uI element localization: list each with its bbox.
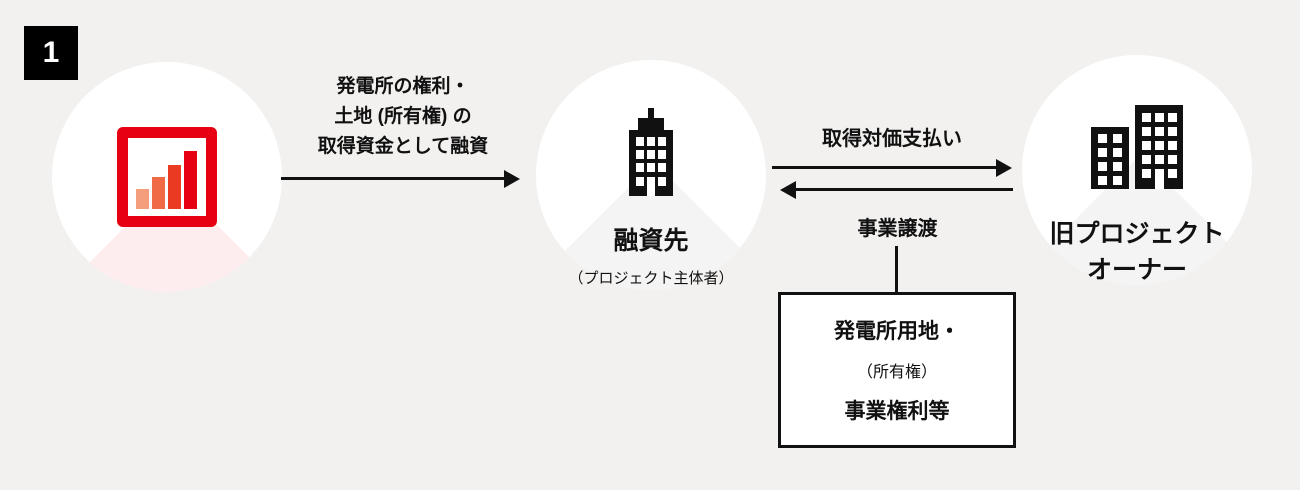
transfer-arrow [795,188,1013,191]
asset-box: 発電所用地・ （所有権） 事業権利等 [778,292,1016,448]
transfer-arrow-label: 事業譲渡 [857,218,938,240]
loan-label-line1: 発電所の権利・ [336,76,470,97]
loan-label-line2: 土地 (所有権) の [334,106,472,127]
borrower-title: 融資先 [613,227,689,255]
borrower-subtitle: （プロジェクト主体者） [568,270,734,287]
old-owner-title-line1: 旧プロジェクト [1049,220,1225,248]
payment-arrow-label: 取得対価支払い [822,128,962,150]
office-building-icon [629,108,673,196]
twin-buildings-icon [1091,105,1183,189]
loan-label-line3: 取得資金として融資 [317,136,489,157]
bar-chart-logo-icon [117,127,217,227]
connector-line [895,246,898,292]
asset-box-line2: （所有権） [856,364,937,381]
asset-box-line3: 事業権利等 [844,400,950,423]
loan-arrow [281,177,505,180]
node-lender [52,62,282,292]
payment-arrow [772,166,997,169]
loan-arrow-label: 発電所の権利・ 土地 (所有権) の 取得資金として融資 [283,72,523,162]
old-owner-title-line2: オーナー [1086,256,1187,284]
lender-content [52,127,282,227]
node-old-owner: 旧プロジェクト オーナー [1022,55,1252,285]
step-number-badge: 1 [24,26,78,80]
asset-box-line1: 発電所用地・ [834,320,960,343]
node-borrower: 融資先 （プロジェクト主体者） [536,60,766,290]
old-owner-content: 旧プロジェクト オーナー [1022,55,1252,287]
borrower-content: 融資先 （プロジェクト主体者） [536,60,766,288]
